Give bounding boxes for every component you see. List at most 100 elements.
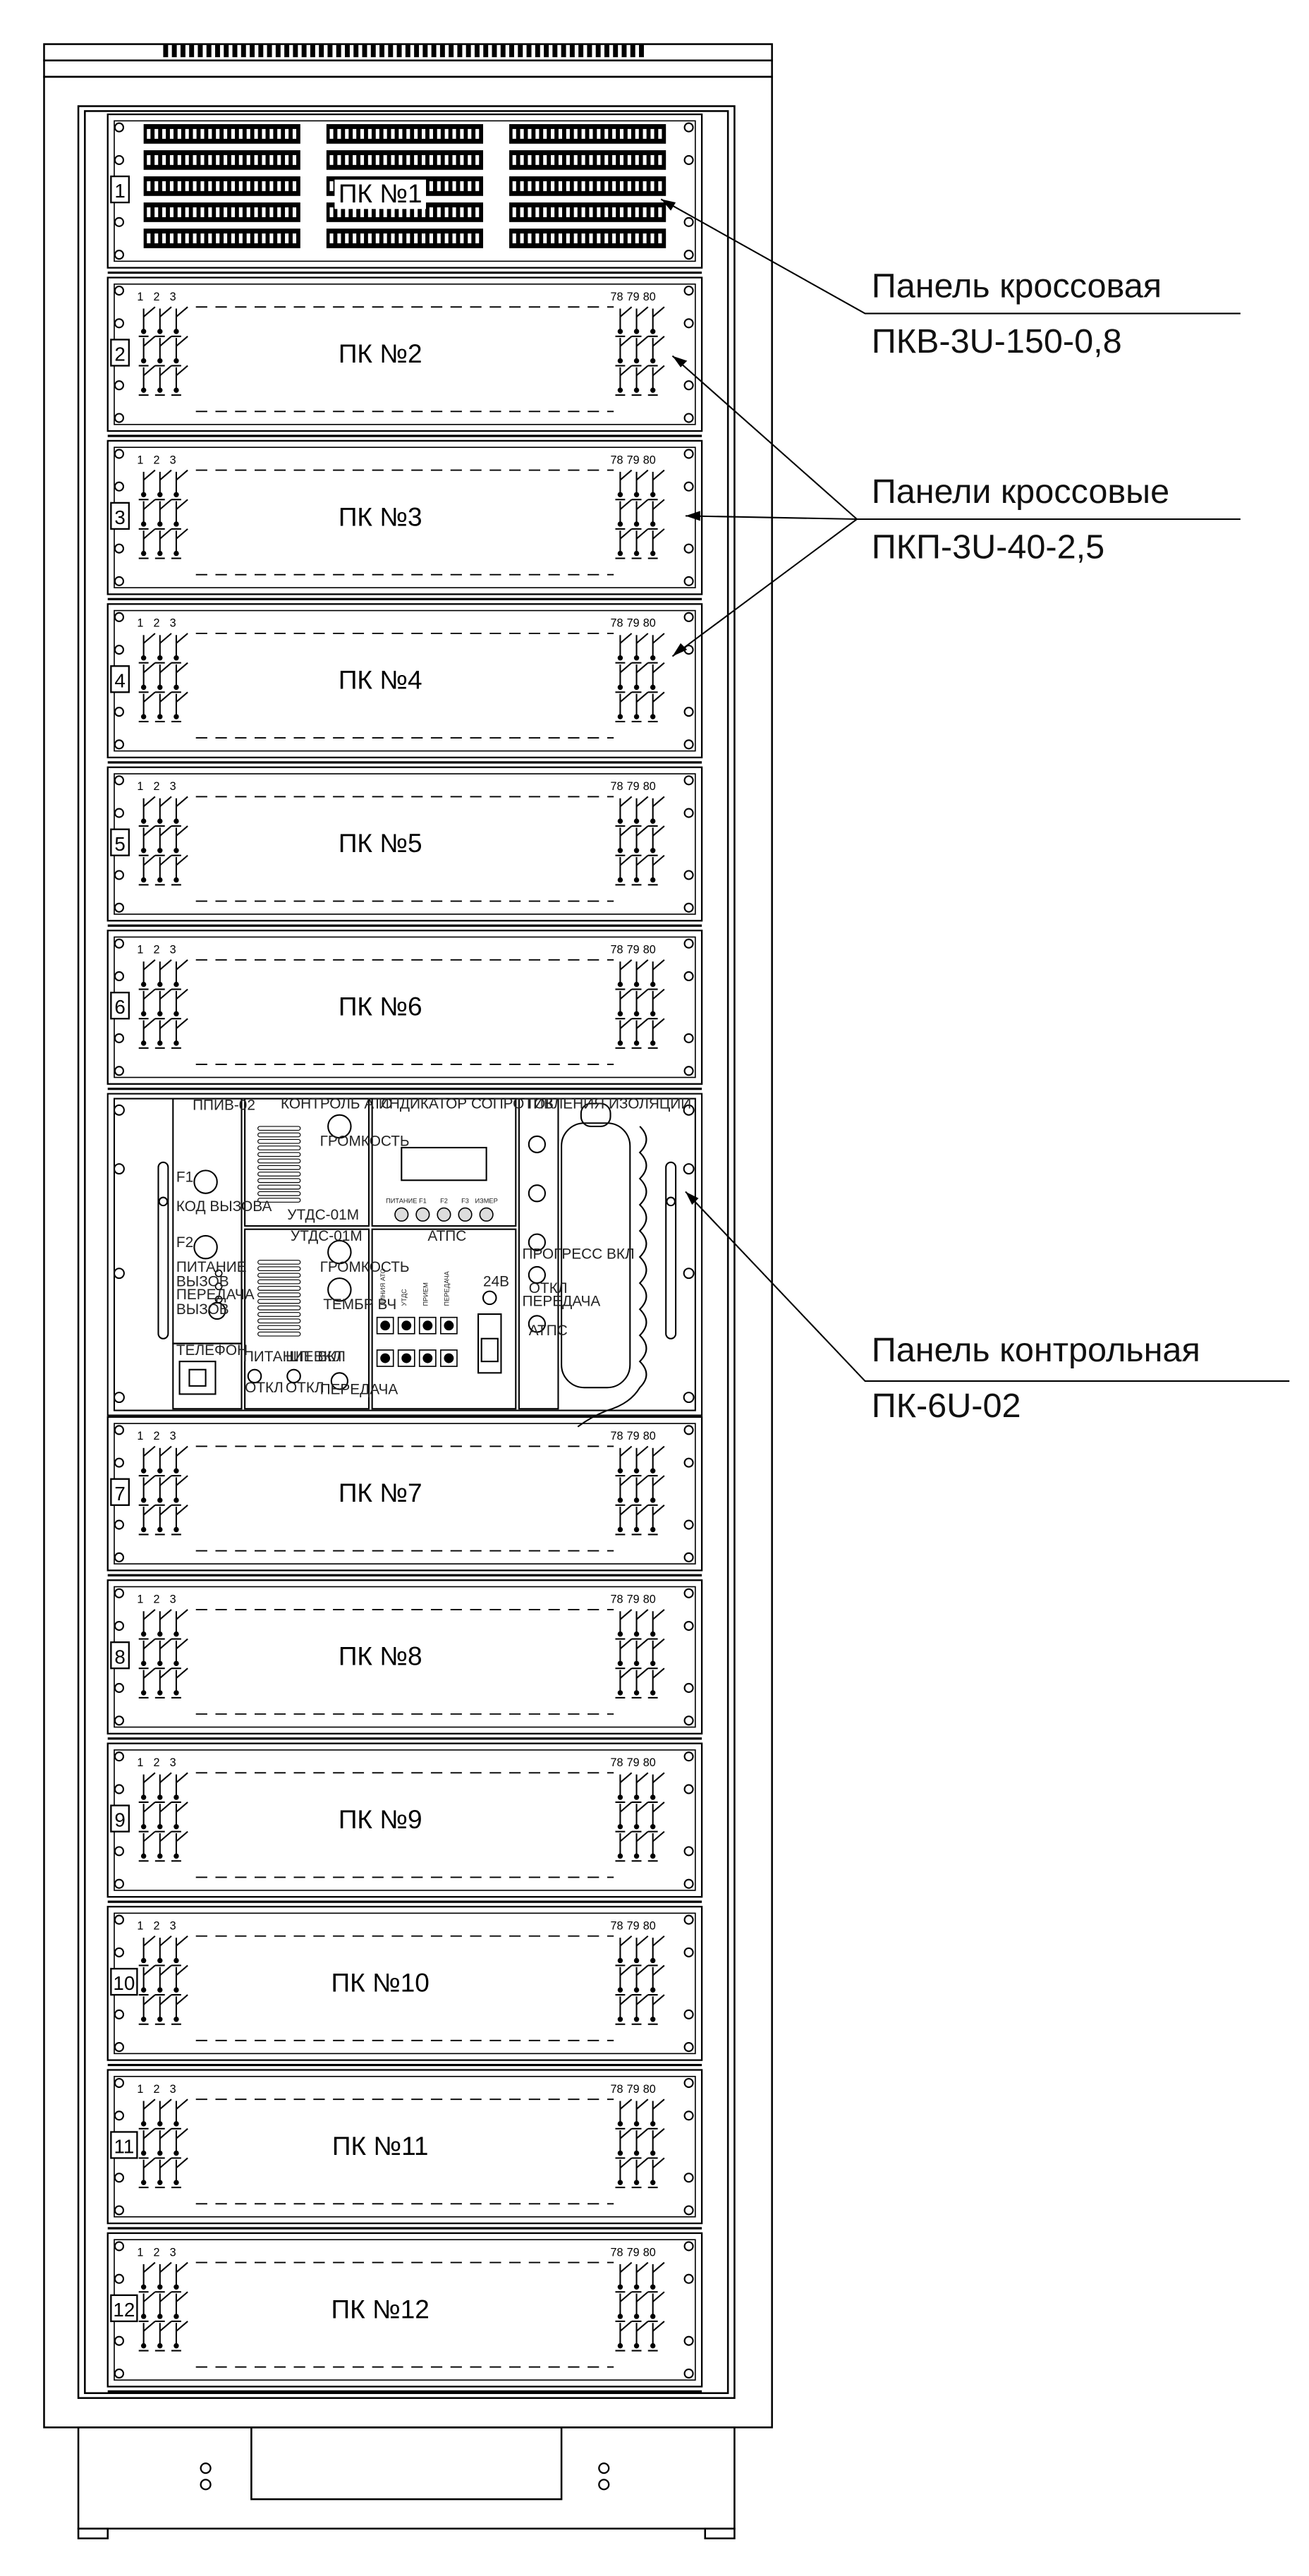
panel-number: 8 [114, 1646, 125, 1667]
terminal-number: 1 [137, 617, 143, 630]
jack-icon [380, 1320, 391, 1331]
terminal-number: 79 [627, 2246, 640, 2259]
isolation-lamp-label: F3 [461, 1198, 469, 1205]
terminal-number: 79 [627, 1430, 640, 1442]
tok-transfer: ПЕРЕДАЧА [523, 1293, 601, 1309]
terminal-number: 80 [643, 617, 656, 630]
terminal-number: 80 [643, 1756, 656, 1769]
atps-column-label: УТДС [401, 1289, 408, 1306]
screw-icon [114, 1552, 124, 1562]
screw-icon [683, 971, 694, 982]
callout-pk6-line2: ПК-6U-02 [872, 1387, 1021, 1425]
screw-icon [683, 1425, 694, 1435]
screw-icon [114, 481, 124, 492]
screw-icon [114, 380, 124, 391]
terminal-number: 78 [611, 2083, 623, 2096]
screw-icon [114, 318, 124, 329]
screw-icon [683, 1519, 694, 1530]
screw-icon [683, 1552, 694, 1562]
screw-icon [114, 808, 124, 818]
switch-shp-top: ШП ВКЛ [286, 1349, 341, 1365]
screw-icon [114, 1947, 124, 1957]
screw-icon [683, 2173, 694, 2183]
pupv-f2: F2 [176, 1234, 193, 1251]
screw-icon [114, 122, 124, 133]
screw-icon [683, 1784, 694, 1794]
screw-icon [683, 122, 694, 133]
terminal-number: 78 [611, 780, 623, 793]
terminal-number: 78 [611, 291, 623, 303]
panel-number-box: 5 [110, 828, 130, 856]
tok-title: ТОК [525, 1095, 554, 1112]
screw-icon [683, 1715, 694, 1726]
switch-power-top: ПИТАНИЕ ВКЛ [243, 1349, 346, 1365]
terminal-number: 3 [170, 780, 176, 793]
screw-icon [114, 154, 124, 165]
panel-number: 7 [114, 1483, 125, 1505]
speaker-grille-icon [257, 1126, 301, 1203]
terminal-number: 79 [627, 617, 640, 630]
terminal-number: 80 [643, 1430, 656, 1442]
control-panel [106, 1093, 703, 1428]
callout-pkp-line2: ПКП-3U-40-2,5 [872, 528, 1104, 566]
terminal-number: 2 [154, 2246, 160, 2259]
callout-pkv-line1: Панель кроссовая [872, 267, 1162, 305]
terminal-number: 80 [643, 454, 656, 466]
phone-label: ТЕЛЕФОН [176, 1342, 248, 1359]
callout-pk6-line1: Панель контрольная [872, 1331, 1200, 1369]
terminal-number: 2 [154, 1430, 160, 1442]
terminal-number: 79 [627, 1756, 640, 1769]
screw-icon [114, 1457, 124, 1468]
panel-label: ПК №2 [339, 339, 422, 368]
screw-icon [114, 449, 124, 459]
ventilation-grille [163, 44, 644, 58]
screw-icon [683, 1751, 694, 1762]
pupv-call-button-label: ВЫЗОВ [176, 1301, 229, 1318]
terminal-number: 2 [154, 2083, 160, 2096]
screw-icon [683, 543, 694, 554]
panel-number-box: 12 [110, 2294, 138, 2323]
terminal-number: 78 [611, 2246, 623, 2259]
screw-icon [683, 413, 694, 423]
control-panel-labels: ППИВ-02 КОД ВЫЗОВА F1 F2 ПИТАНИЕ ВЫЗОВ П… [176, 1095, 691, 1397]
panel-label: ПК №8 [339, 1641, 422, 1671]
terminal-number: 80 [643, 1593, 656, 1606]
screw-icon [114, 2273, 124, 2284]
screw-icon [683, 2110, 694, 2121]
terminal-number: 2 [154, 291, 160, 303]
panel-number-box: 10 [110, 1967, 138, 1996]
ato-model: УТДС-01М [287, 1207, 359, 1223]
terminal-number: 1 [137, 780, 143, 793]
callout-pkv-line2: ПКВ-3U-150-0,8 [872, 322, 1122, 360]
terminal-number: 3 [170, 2246, 176, 2259]
pupv-code-label: КОД ВЫЗОВА [176, 1198, 272, 1215]
terminal-number: 1 [137, 1593, 143, 1606]
screw-icon [114, 971, 124, 982]
isolation-lamp-label: F1 [419, 1198, 427, 1205]
terminal-number: 2 [154, 1919, 160, 1932]
terminal-number: 1 [137, 291, 143, 303]
screw-icon [683, 318, 694, 329]
pupv-title: ППИВ-02 [193, 1098, 255, 1114]
screw-icon [683, 707, 694, 717]
switch-power-bottom: ОТКЛ [245, 1380, 284, 1396]
switch-shp-bottom: ОТКЛ [286, 1380, 324, 1396]
ato-volume: ГРОМКОСТЬ [320, 1134, 410, 1150]
panel-number: 12 [113, 2299, 135, 2321]
isolation-lamp-label: ИЗМЕР [475, 1198, 497, 1205]
screw-icon [114, 1914, 124, 1925]
indicator-lamp-icon [458, 1207, 473, 1222]
screw-icon [683, 2042, 694, 2053]
screw-icon [114, 1682, 124, 1694]
jack-icon [444, 1320, 454, 1331]
screw-icon [683, 1588, 694, 1598]
panel-number: 10 [113, 1972, 135, 1994]
isolation-lamp-label: F2 [440, 1198, 448, 1205]
screw-icon [114, 2173, 124, 2183]
callout-leaders [660, 198, 1290, 1382]
panel-label: ПК №11 [332, 2131, 429, 2161]
